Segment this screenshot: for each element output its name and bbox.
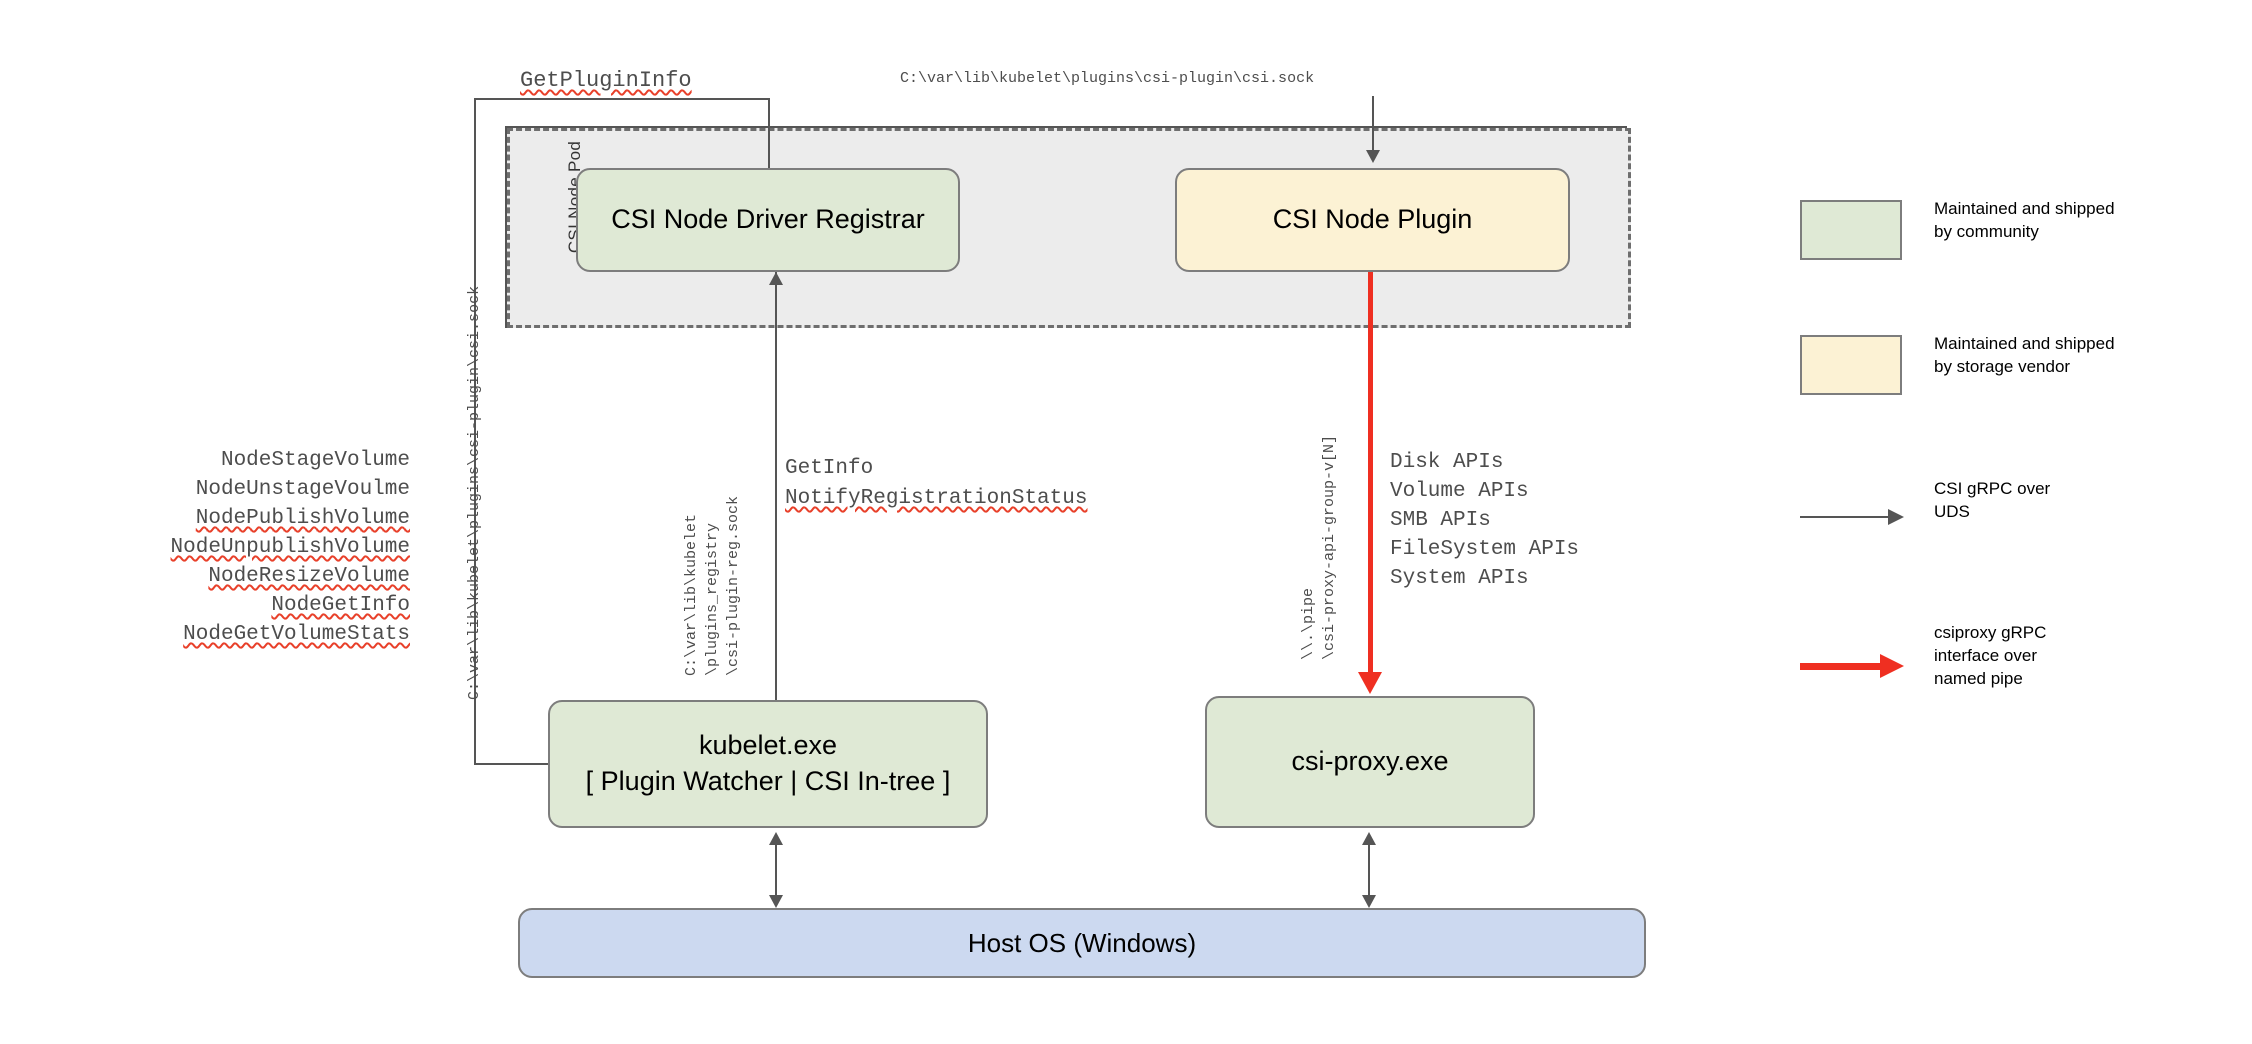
legend-item-vendor: Maintained and shipped by storage vendor — [1800, 334, 2220, 395]
node-api-item: NodeGetInfo — [271, 594, 410, 617]
node-api-item: NodeResizeVolume — [208, 565, 410, 588]
label-csi-sock-path: C:\var\lib\kubelet\plugins\csi-plugin\cs… — [900, 70, 1315, 87]
arrowhead-kubelet-up — [769, 832, 783, 845]
label-registry-path-3: \csi-plugin-reg.sock — [725, 495, 742, 676]
line-csi-sock-drop — [1372, 96, 1374, 152]
node-csi-proxy-exe[interactable]: csi-proxy.exe — [1205, 696, 1535, 828]
legend-swatch-yellow — [1800, 335, 1902, 395]
node-api-item: NodeUnpublishVolume — [170, 536, 410, 559]
legend-label-line2: interface over — [1934, 645, 2037, 665]
line-node-plugin-to-csi-proxy — [1368, 272, 1373, 676]
node-api-item: NodeGetVolumeStats — [183, 623, 410, 646]
label-get-info: GetInfo — [785, 457, 874, 480]
legend-label-line1: Maintained and shipped — [1934, 334, 2115, 353]
node-label: CSI Node Plugin — [1272, 204, 1473, 235]
proxy-api-item: FileSystem APIs — [1390, 538, 1580, 561]
proxy-api-item: SMB APIs — [1390, 509, 1491, 532]
legend-label-line3: named pipe — [1934, 668, 2023, 688]
legend-label-line2: UDS — [1934, 501, 1970, 521]
line-top-to-registrar — [474, 98, 770, 100]
legend-label-line1: CSI gRPC over — [1934, 479, 2051, 498]
label-pipe-path-1: \\.\pipe — [1300, 587, 1317, 660]
label-csi-sock-path-vertical: C:\var\lib\kubelet\plugins\csi-plugin\cs… — [466, 285, 483, 700]
node-label: CSI Node Driver Registrar — [611, 204, 925, 235]
arrowhead-host-down — [769, 895, 783, 908]
node-api-list: NodeStageVolume NodeUnstageVoulme NodePu… — [80, 446, 410, 649]
node-api-item: NodePublishVolume — [195, 507, 410, 530]
label-registry-path-2: \plugins_registry — [704, 522, 721, 676]
arrowhead-csi-proxy-up — [1362, 832, 1376, 845]
node-boundary — [505, 126, 1627, 328]
node-api-item: NodeUnstageVoulme — [195, 478, 410, 501]
label-registry-path-1: C:\var\lib\kubelet — [683, 513, 700, 676]
node-host-os[interactable]: Host OS (Windows) — [518, 908, 1646, 978]
proxy-api-item: Volume APIs — [1390, 480, 1529, 503]
arrowhead-to-node-plugin — [1366, 150, 1380, 163]
legend-item-csi-grpc: CSI gRPC over UDS — [1800, 479, 2220, 550]
legend-label-line1: csiproxy gRPC — [1934, 623, 2047, 642]
line-kubelet-to-left — [474, 763, 550, 765]
legend-label-line2: by community — [1934, 221, 2039, 241]
line-down-to-registrar — [768, 98, 770, 170]
label-get-plugin-info: GetPluginInfo — [520, 68, 692, 93]
legend-item-community: Maintained and shipped by community — [1800, 199, 2220, 260]
kubelet-label-line2: [ Plugin Watcher | CSI In-tree ] — [585, 766, 951, 796]
arrowhead-host-down-2 — [1362, 895, 1376, 908]
proxy-api-item: Disk APIs — [1390, 451, 1504, 474]
node-label: csi-proxy.exe — [1291, 746, 1449, 777]
line-kubelet-to-registrar — [775, 272, 777, 700]
legend-swatch-green — [1800, 200, 1902, 260]
arrowhead-to-registrar — [769, 272, 783, 285]
arrowhead-to-csi-proxy — [1358, 672, 1382, 694]
label-notify-registration-status: NotifyRegistrationStatus — [785, 487, 1088, 510]
line-csi-proxy-to-host — [1368, 836, 1370, 904]
legend-item-csiproxy-grpc: csiproxy gRPC interface over named pipe — [1800, 623, 2220, 710]
proxy-api-item: System APIs — [1390, 567, 1529, 590]
label-pipe-path-2: \csi-proxy-api-group-v[N] — [1321, 434, 1338, 660]
node-api-item: NodeStageVolume — [220, 449, 410, 472]
line-kubelet-to-host — [775, 836, 777, 904]
legend-label-line1: Maintained and shipped — [1934, 199, 2115, 218]
node-label: Host OS (Windows) — [967, 927, 1197, 958]
proxy-api-list: Disk APIs Volume APIs SMB APIs FileSyste… — [1390, 448, 1690, 593]
legend-label-line2: by storage vendor — [1934, 356, 2071, 376]
node-kubelet-exe[interactable]: kubelet.exe [ Plugin Watcher | CSI In-tr… — [548, 700, 988, 828]
legend-arrow-red — [1800, 654, 1910, 678]
legend: Maintained and shipped by community Main… — [1800, 180, 2220, 710]
legend-arrow-gray — [1800, 508, 1910, 526]
kubelet-label-line1: kubelet.exe — [698, 730, 838, 761]
node-csi-node-plugin[interactable]: CSI Node Plugin — [1175, 168, 1570, 272]
node-csi-node-driver-registrar[interactable]: CSI Node Driver Registrar — [576, 168, 960, 272]
line-left-riser — [474, 98, 476, 765]
